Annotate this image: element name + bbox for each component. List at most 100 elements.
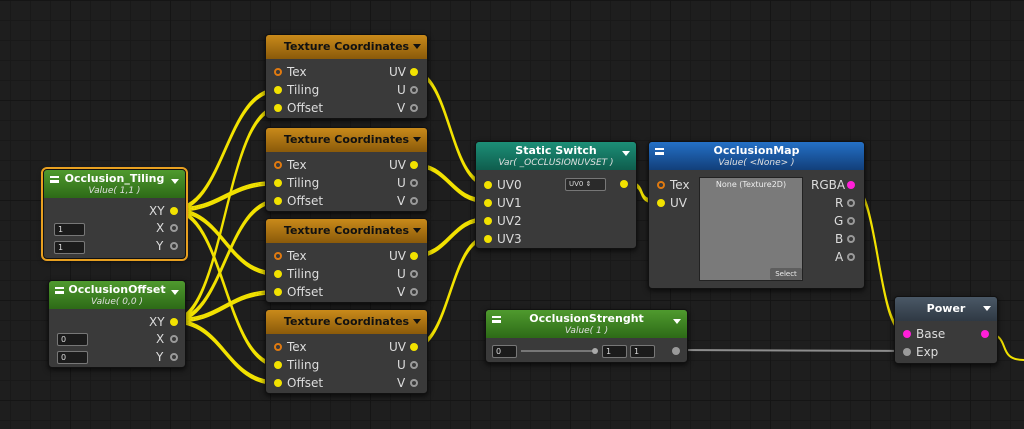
static-switch-node[interactable]: Static Switch Var( _OCCLUSIONUVSET ) UV0… bbox=[475, 141, 637, 249]
occlusion-strength-node[interactable]: OcclusionStrenght Value( 1 ) 0 1 1 bbox=[485, 309, 688, 363]
node-header[interactable]: Static Switch Var( _OCCLUSIONUVSET ) bbox=[476, 142, 636, 170]
node-header[interactable]: Texture Coordinates bbox=[266, 35, 427, 59]
input-uv0-pin[interactable] bbox=[484, 181, 492, 189]
input-tex-pin[interactable] bbox=[274, 252, 282, 260]
switch-option-dropdown[interactable]: UV0 ⇕ bbox=[565, 178, 606, 191]
chevron-down-icon[interactable] bbox=[171, 179, 179, 184]
input-tex-label: Tex bbox=[287, 249, 307, 263]
output-a-pin[interactable] bbox=[847, 253, 855, 261]
occlusion-map-node[interactable]: OcclusionMap Value( <None> ) Tex UV None… bbox=[648, 141, 865, 289]
input-tiling-pin[interactable] bbox=[274, 361, 282, 369]
input-offset-pin[interactable] bbox=[274, 197, 282, 205]
chevron-down-icon[interactable] bbox=[673, 319, 681, 324]
input-exp-pin[interactable] bbox=[903, 348, 911, 356]
output-xy-pin[interactable] bbox=[170, 318, 178, 326]
input-uv2-pin[interactable] bbox=[484, 217, 492, 225]
input-tex-pin[interactable] bbox=[657, 181, 665, 189]
input-tiling-pin[interactable] bbox=[274, 270, 282, 278]
output-v-pin[interactable] bbox=[410, 104, 418, 112]
output-r-pin[interactable] bbox=[847, 199, 855, 207]
input-base-pin[interactable] bbox=[903, 330, 911, 338]
texture-coordinates-node-1[interactable]: Texture Coordinates Tex Tiling Offset UV… bbox=[265, 34, 428, 119]
output-xy-pin[interactable] bbox=[170, 207, 178, 215]
occlusion-tiling-node[interactable]: Occlusion_Tiling Value( 1,1 ) XY 1 X 1 Y bbox=[41, 167, 188, 261]
node-header[interactable]: OcclusionStrenght Value( 1 ) bbox=[486, 310, 687, 338]
node-header[interactable]: OcclusionMap Value( <None> ) bbox=[649, 142, 864, 170]
output-uv-pin[interactable] bbox=[410, 68, 418, 76]
output-pin[interactable] bbox=[620, 180, 628, 188]
input-uv1-pin[interactable] bbox=[484, 199, 492, 207]
node-header[interactable]: Texture Coordinates bbox=[266, 219, 427, 243]
slider-value-field[interactable]: 1 bbox=[602, 345, 627, 358]
input-tex-pin[interactable] bbox=[274, 161, 282, 169]
texture-coordinates-node-4[interactable]: Texture Coordinates Tex Tiling Offset UV… bbox=[265, 309, 428, 394]
input-offset-pin[interactable] bbox=[274, 288, 282, 296]
texture-select-button[interactable]: Select bbox=[770, 268, 802, 280]
input-uv1-label: UV1 bbox=[497, 196, 522, 210]
chevron-down-icon[interactable] bbox=[171, 290, 179, 295]
texture-coordinates-node-3[interactable]: Texture Coordinates Tex Tiling Offset UV… bbox=[265, 218, 428, 303]
output-x-pin[interactable] bbox=[170, 224, 178, 232]
menu-icon[interactable] bbox=[492, 316, 501, 323]
node-subtitle: Var( _OCCLUSIONUVSET ) bbox=[498, 158, 614, 168]
chevron-down-icon[interactable] bbox=[413, 228, 421, 233]
output-v-pin[interactable] bbox=[410, 288, 418, 296]
output-v-label: V bbox=[397, 194, 406, 208]
chevron-down-icon[interactable] bbox=[413, 319, 421, 324]
node-header[interactable]: OcclusionOffset Value( 0,0 ) bbox=[49, 281, 185, 309]
output-uv-pin[interactable] bbox=[410, 161, 418, 169]
input-uv-pin[interactable] bbox=[657, 199, 665, 207]
output-y-pin[interactable] bbox=[170, 353, 178, 361]
input-tex-label: Tex bbox=[287, 158, 307, 172]
texture-preview[interactable]: None (Texture2D) Select bbox=[699, 177, 803, 281]
slider-min-field[interactable]: 0 bbox=[492, 345, 517, 358]
chevron-down-icon[interactable] bbox=[983, 306, 991, 311]
texture-coordinates-node-2[interactable]: Texture Coordinates Tex Tiling Offset UV… bbox=[265, 127, 428, 212]
power-node[interactable]: Power Base Exp bbox=[894, 296, 998, 364]
y-value-field[interactable]: 0 bbox=[57, 351, 88, 364]
output-u-pin[interactable] bbox=[410, 361, 418, 369]
menu-icon[interactable] bbox=[55, 287, 64, 294]
output-g-pin[interactable] bbox=[847, 217, 855, 225]
output-pin[interactable] bbox=[981, 330, 989, 338]
strength-slider-handle[interactable] bbox=[592, 348, 598, 354]
input-tiling-pin[interactable] bbox=[274, 86, 282, 94]
node-subtitle: Value( <None> ) bbox=[718, 158, 795, 168]
strength-slider-track[interactable] bbox=[521, 350, 595, 352]
output-rgba-pin[interactable] bbox=[847, 181, 855, 189]
output-u-pin[interactable] bbox=[410, 86, 418, 94]
output-x-pin[interactable] bbox=[170, 335, 178, 343]
output-uv-pin[interactable] bbox=[410, 343, 418, 351]
chevron-down-icon[interactable] bbox=[413, 137, 421, 142]
input-uv3-pin[interactable] bbox=[484, 235, 492, 243]
x-value-field[interactable]: 0 bbox=[57, 333, 88, 346]
output-pin[interactable] bbox=[672, 347, 680, 355]
node-header[interactable]: Texture Coordinates bbox=[266, 128, 427, 152]
chevron-down-icon[interactable] bbox=[622, 151, 630, 156]
menu-icon[interactable] bbox=[50, 176, 59, 183]
x-label: X bbox=[156, 332, 165, 346]
occlusion-offset-node[interactable]: OcclusionOffset Value( 0,0 ) XY 0 X 0 Y bbox=[48, 280, 186, 368]
output-uv-pin[interactable] bbox=[410, 252, 418, 260]
node-header[interactable]: Occlusion_Tiling Value( 1,1 ) bbox=[44, 170, 185, 198]
output-v-pin[interactable] bbox=[410, 197, 418, 205]
output-y-pin[interactable] bbox=[170, 242, 178, 250]
input-tex-pin[interactable] bbox=[274, 68, 282, 76]
y-value-field[interactable]: 1 bbox=[54, 241, 85, 254]
input-offset-pin[interactable] bbox=[274, 379, 282, 387]
output-u-pin[interactable] bbox=[410, 270, 418, 278]
x-value-field[interactable]: 1 bbox=[54, 223, 85, 236]
chevron-down-icon[interactable] bbox=[413, 44, 421, 49]
node-header[interactable]: Texture Coordinates bbox=[266, 310, 427, 334]
input-offset-pin[interactable] bbox=[274, 104, 282, 112]
slider-max-field[interactable]: 1 bbox=[630, 345, 655, 358]
output-u-pin[interactable] bbox=[410, 179, 418, 187]
menu-icon[interactable] bbox=[655, 148, 664, 155]
output-b-pin[interactable] bbox=[847, 235, 855, 243]
output-v-pin[interactable] bbox=[410, 379, 418, 387]
node-header[interactable]: Power bbox=[895, 297, 997, 321]
input-offset-label: Offset bbox=[287, 285, 324, 299]
input-tiling-pin[interactable] bbox=[274, 179, 282, 187]
input-tex-pin[interactable] bbox=[274, 343, 282, 351]
